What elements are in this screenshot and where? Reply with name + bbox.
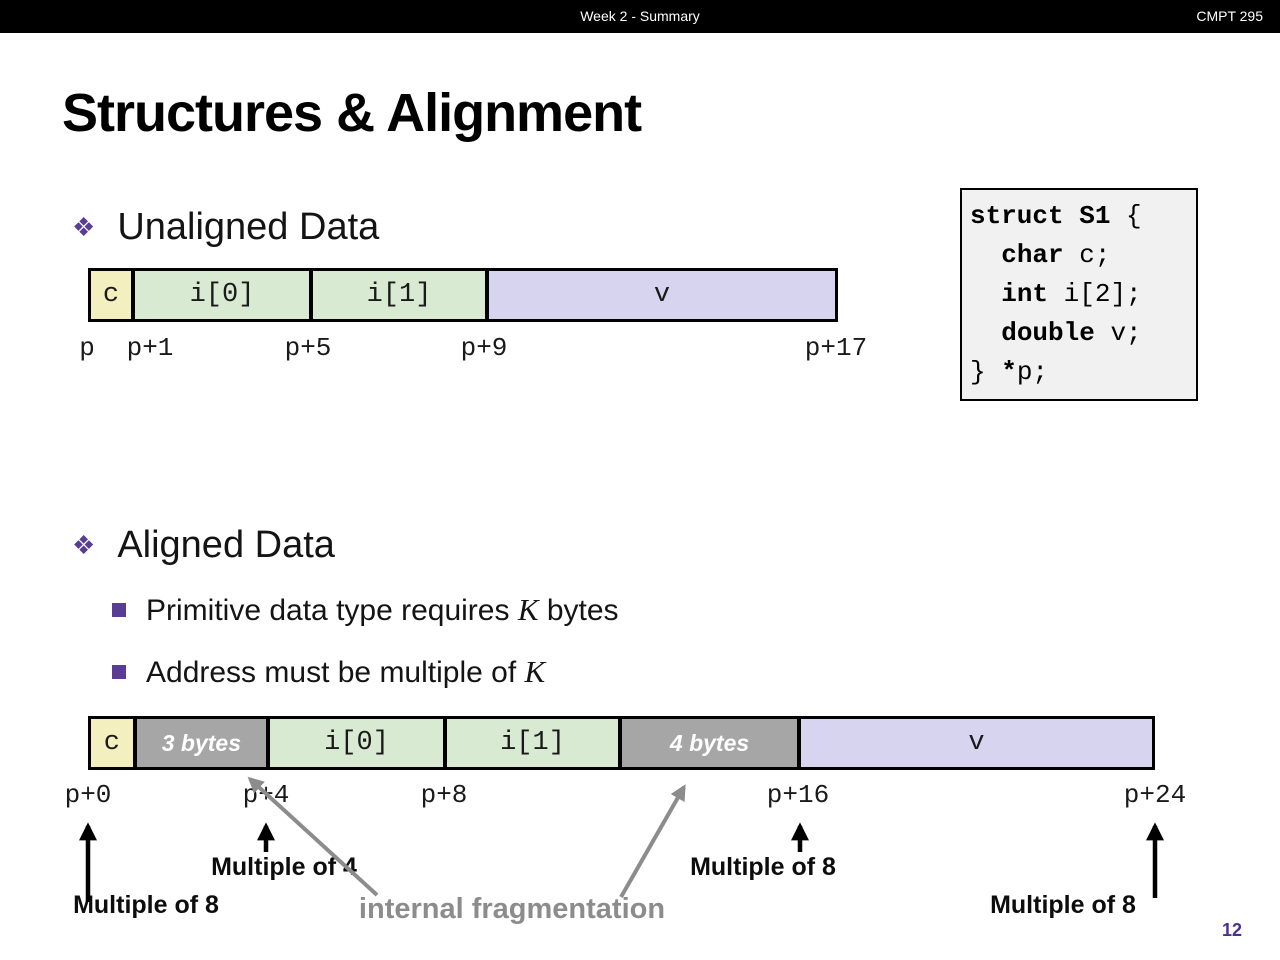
page-title: Structures & Alignment [62,83,642,143]
bullet-aligned-label: Aligned Data [117,524,335,566]
cell-label: v [968,728,985,758]
label-multiple-of-4: Multiple of 4 [211,853,357,881]
diagram-aligned: c 3 bytes i[0] i[1] 4 bytes v [88,716,1155,770]
bullet-aligned-data: ❖ Aligned Data [72,521,335,569]
k-variable: K [517,592,539,627]
cell-label: i[0] [189,280,255,310]
header-title: Week 2 - Summary [580,8,700,24]
diamond-bullet-icon: ❖ [72,212,96,242]
subbullet-address-text: Address must be multiple of K [146,654,546,689]
arrow-fragmentation-right [619,784,686,898]
code-line: int i[2]; [1001,279,1142,309]
label-multiple-of-8-left: Multiple of 8 [73,891,219,919]
code-line: struct S1 { [970,201,1142,231]
address-label-p4: p+4 [242,780,290,810]
cell-padding-3bytes: 3 bytes [132,719,267,767]
subbullet-primitive-text: Primitive data type requires K bytes [146,592,619,627]
address-label-p9: p+9 [460,333,508,363]
diagram-unaligned: c i[0] i[1] v [88,268,838,322]
subbullet-primitive: Primitive data type requires K bytes [112,592,619,629]
address-label-p5: p+5 [284,333,332,363]
cell-double-v: v [797,719,1152,767]
cell-label: i[0] [324,728,389,758]
cell-label: i[1] [366,280,432,310]
address-label-p16: p+16 [766,780,830,810]
struct-code-box: struct S1 { char c; int i[2]; double v; … [960,188,1198,401]
bullet-unaligned-label: Unaligned Data [117,206,380,248]
cell-double-v: v [485,271,835,319]
cell-padding-4bytes: 4 bytes [618,719,798,767]
code-line: double v; [1001,318,1142,348]
page-number: 12 [1222,920,1243,940]
cell-label: i[1] [500,728,565,758]
cell-int-i1: i[1] [443,719,619,767]
cell-int-i0: i[0] [131,271,309,319]
address-label-p: p [79,333,95,363]
cell-int-i0: i[0] [266,719,444,767]
k-variable: K [524,654,546,689]
cell-label: 3 bytes [161,729,242,756]
label-internal-fragmentation: internal fragmentation [358,893,666,925]
address-label-p1: p+1 [126,333,174,363]
bullet-unaligned-data: ❖ Unaligned Data [72,203,379,251]
cell-char-c: c [91,719,133,767]
cell-label: 4 bytes [669,729,750,756]
cell-label: v [653,280,671,310]
diamond-bullet-icon: ❖ [72,530,96,560]
address-label-p17: p+17 [804,333,868,363]
square-bullet-icon [112,603,126,617]
header-bar: Week 2 - Summary CMPT 295 [0,0,1280,33]
cell-label: c [102,280,120,310]
address-label-p0: p+0 [64,780,112,810]
header-course-code: CMPT 295 [1196,8,1263,24]
label-multiple-of-8-right: Multiple of 8 [990,891,1136,919]
cell-int-i1: i[1] [309,271,485,319]
code-line: char c; [1001,240,1111,270]
cell-label: c [103,728,120,758]
subbullet-address: Address must be multiple of K [112,654,545,691]
label-multiple-of-8-mid: Multiple of 8 [690,853,836,881]
address-label-p24: p+24 [1123,780,1187,810]
square-bullet-icon [112,665,126,679]
address-label-p8: p+8 [420,780,468,810]
code-line: } *p; [970,357,1049,387]
cell-char-c: c [91,271,131,319]
